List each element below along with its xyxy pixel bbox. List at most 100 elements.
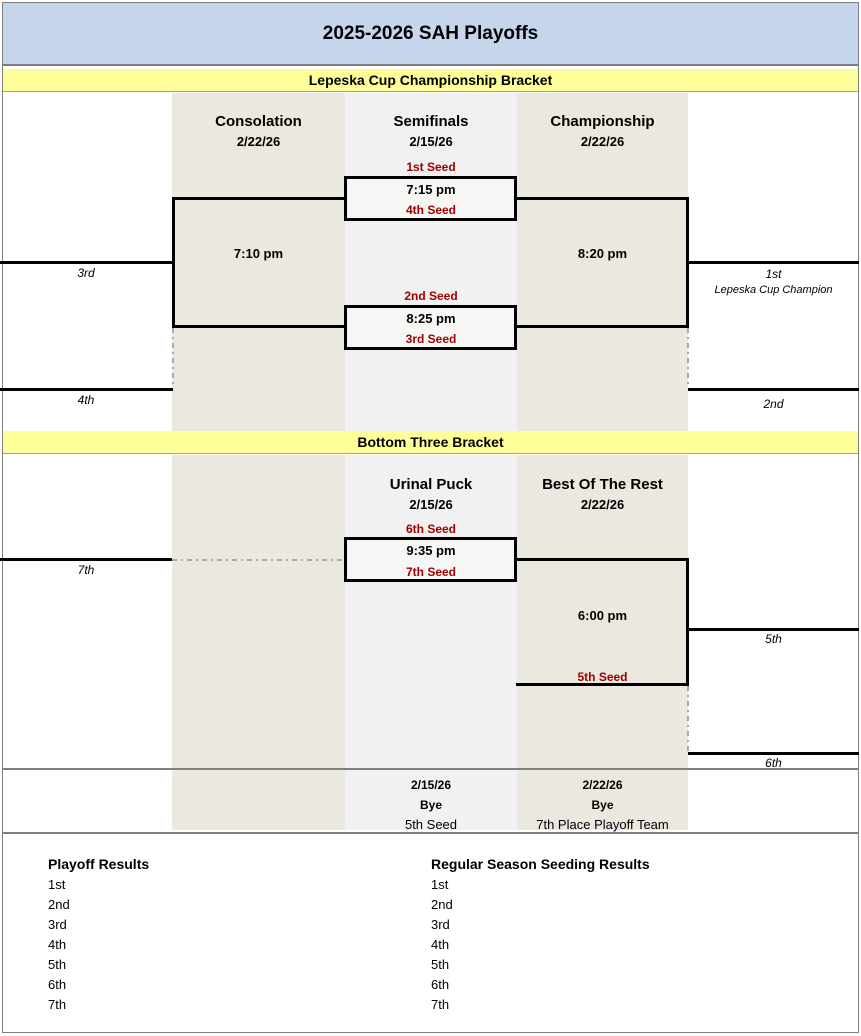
list-item: 2nd [431, 897, 453, 912]
semifinal-1-top-seed: 1st Seed [406, 160, 456, 174]
slot-fourth-place: 4th [77, 393, 95, 407]
top-bracket-banner: Lepeska Cup Championship Bracket [3, 69, 858, 92]
list-item: 4th [431, 937, 450, 952]
consolation-bottom-line [172, 325, 346, 328]
round-header-semifinals: Semifinals 2/15/26 [345, 112, 517, 151]
bye-label-1: Bye [419, 798, 442, 812]
consolation-left-line [172, 197, 175, 328]
bye-team-1: 5th Seed [404, 817, 458, 832]
round-header-championship: Championship 2/22/26 [517, 112, 688, 151]
urinal-puck-box[interactable] [344, 537, 517, 582]
list-item: 5th [431, 957, 450, 972]
semifinal-1-box[interactable] [344, 176, 517, 221]
slot-sixth-place: 6th [765, 756, 782, 770]
urinal-puck-loser-dashed-line [172, 559, 345, 561]
bottom-bracket-banner-label: Bottom Three Bracket [357, 434, 504, 450]
list-item: 4th [48, 937, 67, 952]
round-date-semifinals: 2/15/26 [409, 134, 453, 149]
column-bottom-left-spacer [172, 455, 345, 830]
urinal-puck-time: 9:35 pm [406, 543, 456, 558]
bye-cell-best-of-the-rest: 2/22/26 Bye 7th Place Playoff Team [517, 775, 688, 835]
list-item: 6th [431, 977, 450, 992]
round-header-best-of-the-rest: Best Of The Rest 2/22/26 [517, 475, 688, 514]
round-date-urinal-puck: 2/15/26 [409, 497, 453, 512]
round-name-consolation: Consolation [215, 113, 302, 130]
bestofrest-top-line [516, 558, 689, 561]
results-panel: Playoff Results 1st 2nd 3rd 4th 5th 6th … [3, 832, 858, 1031]
column-urinal-puck [345, 455, 517, 830]
page-title: 2025-2026 SAH Playoffs [322, 22, 539, 44]
slot-first-place-label: 1st [765, 267, 782, 281]
slot-third-place: 3rd [77, 266, 95, 280]
list-item: 7th [48, 997, 67, 1012]
list-item: 1st [48, 877, 66, 892]
page-title-bar: 2025-2026 SAH Playoffs [3, 3, 858, 66]
bye-date-1: 2/15/26 [410, 778, 452, 792]
column-consolation [172, 93, 345, 431]
urinal-puck-bottom-seed: 7th Seed [405, 565, 456, 579]
playoff-results-column: Playoff Results 1st 2nd 3rd 4th 5th 6th … [48, 856, 149, 1015]
top-bracket-banner-label: Lepeska Cup Championship Bracket [308, 72, 553, 88]
round-date-best-of-the-rest: 2/22/26 [580, 497, 625, 512]
list-item: 3rd [431, 917, 450, 932]
second-place-line [688, 388, 859, 391]
bestofrest-right-line [686, 558, 689, 685]
list-item: 3rd [48, 917, 67, 932]
round-name-urinal-puck: Urinal Puck [389, 476, 473, 493]
list-item: 1st [431, 877, 449, 892]
round-header-urinal-puck: Urinal Puck 2/15/26 [345, 475, 517, 514]
semifinal-2-time: 8:25 pm [406, 311, 456, 326]
slot-first-place: 1st Lepeska Cup Champion [688, 266, 859, 298]
bye-cell-urinal-puck: 2/15/26 Bye 5th Seed [345, 775, 517, 835]
fourth-place-line [0, 388, 173, 391]
playoff-results-title: Playoff Results [48, 856, 150, 872]
semifinal-1-time: 7:15 pm [406, 182, 456, 197]
season-results-list: 1st 2nd 3rd 4th 5th 6th 7th [431, 875, 650, 1015]
round-date-championship: 2/22/26 [580, 134, 625, 149]
bestofrest-bottom-line [516, 683, 689, 686]
list-item: 7th [431, 997, 450, 1012]
column-championship [517, 93, 688, 431]
bye-team-2: 7th Place Playoff Team [536, 817, 669, 832]
championship-bottom-line [516, 325, 689, 328]
sixth-place-dashed-line [687, 686, 689, 752]
semifinal-2-bottom-seed: 3rd Seed [405, 332, 457, 346]
bottom-bracket-banner: Bottom Three Bracket [3, 431, 858, 454]
slot-first-place-sublabel: Lepeska Cup Champion [714, 284, 833, 296]
round-name-championship: Championship [550, 113, 655, 130]
urinal-puck-top-seed: 6th Seed [405, 522, 456, 536]
slot-fifth-place: 5th [765, 632, 782, 646]
consolation-top-line [172, 197, 346, 200]
round-name-semifinals: Semifinals [393, 113, 469, 130]
playoff-results-list: 1st 2nd 3rd 4th 5th 6th 7th [48, 875, 149, 1015]
list-item: 2nd [48, 897, 70, 912]
slot-second-place: 2nd [763, 397, 784, 411]
consolation-time: 7:10 pm [233, 246, 284, 261]
season-results-column: Regular Season Seeding Results 1st 2nd 3… [431, 856, 650, 1015]
semifinal-2-box[interactable] [344, 305, 517, 350]
seventh-place-line [0, 558, 172, 561]
semifinal-1-bottom-seed: 4th Seed [405, 203, 456, 217]
runnerup-dashed-line [687, 328, 689, 388]
bestofrest-bottom-seed: 5th Seed [577, 670, 628, 684]
bestofrest-time: 6:00 pm [577, 608, 628, 623]
list-item: 6th [48, 977, 67, 992]
round-date-consolation: 2/22/26 [236, 134, 281, 149]
round-name-best-of-the-rest: Best Of The Rest [542, 476, 663, 493]
bye-date-2: 2/22/26 [582, 778, 623, 792]
column-semifinals [345, 93, 517, 431]
champion-line [688, 261, 859, 264]
season-results-title: Regular Season Seeding Results [431, 856, 650, 872]
championship-right-line [686, 197, 689, 328]
slot-seventh-place: 7th [77, 563, 95, 577]
semifinal-2-top-seed: 2nd Seed [404, 289, 458, 303]
list-item: 5th [48, 957, 67, 972]
consolation-loser-dashed-line [172, 328, 174, 388]
championship-time: 8:20 pm [577, 246, 628, 261]
sixth-place-line [688, 752, 859, 755]
consolation-winner-line [0, 261, 173, 264]
bye-label-2: Bye [591, 798, 614, 812]
round-header-consolation: Consolation 2/22/26 [172, 112, 345, 151]
